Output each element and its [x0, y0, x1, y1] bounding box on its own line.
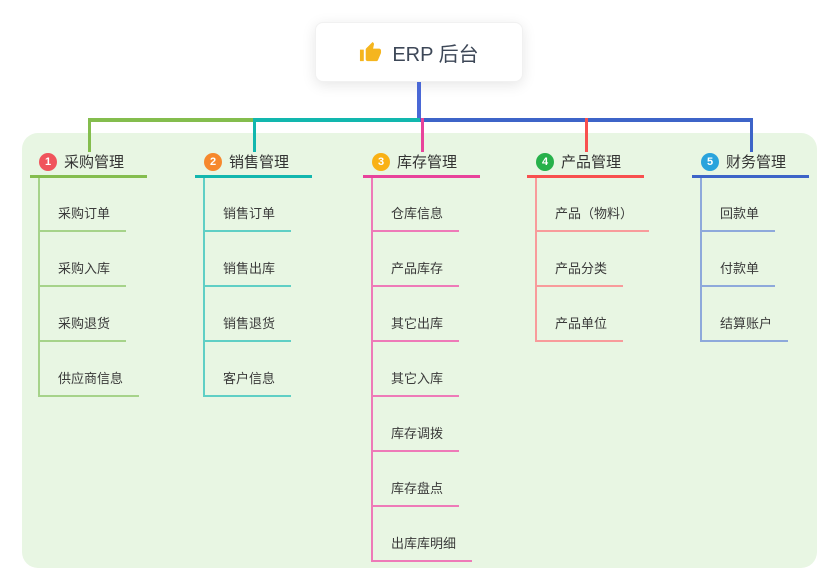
- branch-spine-5: [700, 178, 702, 342]
- branch-number-badge: 2: [204, 152, 222, 171]
- branch-number-badge: 1: [39, 152, 57, 171]
- child-node[interactable]: 采购退货: [38, 313, 127, 342]
- branch-spine-2: [203, 178, 205, 397]
- child-node[interactable]: 采购入库: [38, 258, 127, 287]
- branch-label: 产品管理: [561, 154, 622, 171]
- branch-node-3[interactable]: 3 库存管理: [363, 148, 480, 178]
- child-node[interactable]: 回款单: [700, 203, 776, 232]
- child-node[interactable]: 库存调拨: [371, 423, 460, 452]
- branch-number-badge: 4: [536, 152, 554, 171]
- branch-node-5[interactable]: 5 财务管理: [692, 148, 809, 178]
- child-node[interactable]: 其它出库: [371, 313, 460, 342]
- child-node[interactable]: 出库库明细: [371, 533, 473, 562]
- child-node[interactable]: 销售出库: [203, 258, 292, 287]
- child-node[interactable]: 采购订单: [38, 203, 127, 232]
- branch-spine-4: [535, 178, 537, 342]
- root-label: ERP 后台: [392, 43, 479, 66]
- branch-number-badge: 3: [372, 152, 390, 171]
- branch-node-4[interactable]: 4 产品管理: [527, 148, 644, 178]
- branch-label: 库存管理: [397, 154, 458, 171]
- branch-spine-1: [38, 178, 40, 397]
- child-node[interactable]: 仓库信息: [371, 203, 460, 232]
- child-node[interactable]: 供应商信息: [38, 368, 140, 397]
- branch-connector-drop-3: [421, 118, 424, 152]
- child-node[interactable]: 结算账户: [700, 313, 789, 342]
- thumbs-up-icon: [359, 41, 382, 64]
- child-node[interactable]: 销售订单: [203, 203, 292, 232]
- branch-node-2[interactable]: 2 销售管理: [195, 148, 312, 178]
- child-node[interactable]: 产品库存: [371, 258, 460, 287]
- child-node[interactable]: 客户信息: [203, 368, 292, 397]
- root-node-erp[interactable]: ERP 后台: [315, 22, 523, 82]
- child-node[interactable]: 其它入库: [371, 368, 460, 397]
- branch-spine-3: [371, 178, 373, 562]
- branch-connector-drop-2: [253, 118, 256, 152]
- branch-label: 财务管理: [726, 154, 787, 171]
- root-connector-line: [417, 82, 421, 120]
- branch-connector-drop-4: [585, 118, 588, 152]
- branches-background-panel: [22, 133, 817, 568]
- branch-connector-horizontal-2: [254, 118, 420, 122]
- branch-connector-drop-5: [750, 118, 753, 152]
- child-node[interactable]: 库存盘点: [371, 478, 460, 507]
- branch-number-badge: 5: [701, 152, 719, 171]
- child-node[interactable]: 产品（物料）: [535, 203, 650, 232]
- child-node[interactable]: 产品分类: [535, 258, 624, 287]
- branch-label: 采购管理: [64, 154, 125, 171]
- branch-label: 销售管理: [229, 154, 290, 171]
- branch-node-1[interactable]: 1 采购管理: [30, 148, 147, 178]
- child-node[interactable]: 销售退货: [203, 313, 292, 342]
- branch-connector-drop-1: [88, 118, 91, 152]
- branch-connector-horizontal-1: [89, 118, 254, 122]
- child-node[interactable]: 产品单位: [535, 313, 624, 342]
- child-node[interactable]: 付款单: [700, 258, 776, 287]
